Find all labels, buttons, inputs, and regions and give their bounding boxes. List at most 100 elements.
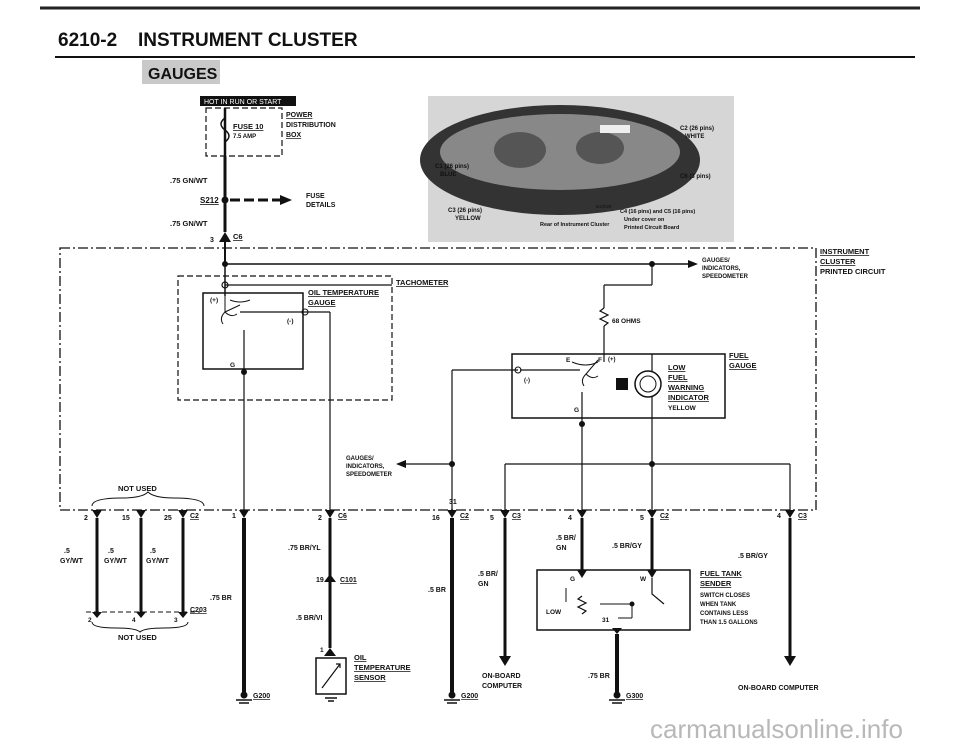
pin-5: 5	[490, 515, 494, 522]
c6-top-connector	[219, 232, 231, 242]
oil-sensor-box	[315, 657, 347, 695]
brgn-b2: GN	[556, 545, 567, 552]
pin-c3-4	[785, 510, 795, 518]
gauges-top-l3: SPEEDOMETER	[702, 274, 749, 280]
ohms-label: 68 OHMS	[612, 318, 641, 325]
gauges-top-l2: INDICATORS,	[702, 266, 741, 272]
fuel-tank-l4: WHEN TANK	[700, 602, 737, 608]
c101-label: C101	[340, 577, 357, 584]
gauges-mid-dot	[449, 461, 455, 467]
g300-dot	[613, 691, 621, 699]
pin-c3-5	[500, 510, 510, 518]
power-box-l3: BOX	[286, 132, 302, 139]
pin-c2-15	[136, 510, 146, 518]
photo-c3b: YELLOW	[455, 216, 481, 222]
power-box	[205, 107, 283, 157]
fuel-tank-l2: SENDER	[700, 579, 732, 588]
brgn-b1: .5 BR/	[556, 535, 576, 542]
page-number: 6210-2	[58, 30, 117, 51]
cluster-boundary	[59, 247, 817, 511]
c3-label-1: C3	[512, 513, 521, 520]
sender-switch	[651, 578, 665, 605]
brgn-a1: .5 BR/	[478, 571, 498, 578]
oil-gauge-coils	[220, 296, 241, 325]
fuel-gauge-e: E	[566, 357, 571, 364]
not-used-top: NOT USED	[118, 484, 157, 493]
c101-pin: 19	[316, 577, 324, 584]
c101-connector	[324, 574, 336, 582]
not-used-bottom-brace	[91, 621, 189, 633]
photo-c4c: Printed Circuit Board	[624, 225, 679, 231]
pin-16: 16	[432, 515, 440, 522]
pin-c6-2-label: 2	[318, 515, 322, 522]
sender-pin-g	[577, 570, 587, 578]
oil-sensor-l2: TEMPERATURE	[354, 663, 411, 672]
br75-b: .75 BR	[588, 673, 610, 680]
oil-sensor-l1: OIL	[354, 653, 367, 662]
tach-ground-dot	[241, 369, 247, 375]
fuse-details-l2: DETAILS	[306, 202, 336, 209]
low-fuel-l3: WARNING	[668, 383, 704, 392]
sender-31: 31	[602, 617, 610, 624]
fuel-gauge-plus: (+)	[608, 357, 616, 363]
sender-w: W	[640, 576, 647, 583]
pin-2: 2	[84, 515, 88, 522]
c6-top-pin: 3	[210, 237, 214, 244]
splice-dot	[221, 196, 229, 204]
sender-low: LOW	[546, 609, 562, 616]
gywt-1a: .5	[64, 548, 70, 555]
low-fuel-l2: FUEL	[668, 373, 688, 382]
fuel-tank-l5: CONTAINS LESS	[700, 611, 748, 617]
photo-c4: C4 (16 pins) and C5 (16 pins)	[620, 209, 695, 215]
fuel-gauge-l2: GAUGE	[729, 361, 757, 370]
pin-c6-2	[325, 510, 335, 518]
cluster-label-l3: PRINTED CIRCUIT	[820, 267, 886, 276]
c203-pin-3	[178, 612, 188, 618]
gauges-mid-l2: INDICATORS,	[346, 464, 385, 470]
obc1-l1: ON-BOARD	[482, 673, 521, 680]
fuse-label: FUSE 10	[233, 122, 263, 131]
pin-15: 15	[122, 515, 130, 522]
gywt-2a: .5	[108, 548, 114, 555]
obc-bus-dot	[649, 461, 655, 467]
fuel-tank-sender-box	[536, 569, 691, 631]
pin-31: 31	[449, 499, 457, 506]
tachometer-box	[177, 275, 393, 401]
fuel-gauge-box	[511, 353, 726, 419]
pin-25: 25	[164, 515, 172, 522]
brgy-b: .5 BR/GY	[738, 553, 768, 560]
photo-c1: C1 (26 pins)	[435, 164, 469, 170]
photo-c4b: Under cover on	[624, 217, 665, 223]
sensor-connector	[324, 648, 336, 656]
obc1-l2: COMPUTER	[482, 683, 522, 690]
pin-4b: 4	[777, 513, 781, 520]
c203-3: 3	[174, 617, 178, 624]
fuel-gauge-dot	[579, 421, 585, 427]
bryl: .75 BR/YL	[288, 545, 321, 552]
section-title: GAUGES	[148, 66, 218, 83]
photo-c1b: BLUE	[440, 172, 456, 178]
pin-c2-5	[647, 510, 657, 518]
resistor-68-ohm	[598, 307, 610, 327]
br75-a: .75 BR	[210, 595, 232, 602]
br5: .5 BR	[428, 587, 446, 594]
fuel-gauge-l1: FUEL	[729, 351, 749, 360]
c203-pin-4	[136, 612, 146, 618]
g200-b-label: G200	[461, 693, 478, 700]
c203-pin-2	[92, 612, 102, 618]
low-fuel-l1: LOW	[668, 363, 686, 372]
gywt-3a: .5	[150, 548, 156, 555]
tachometer-label: TACHOMETER	[396, 278, 449, 287]
oil-gauge-box	[202, 292, 304, 370]
warning-lamp-inner	[639, 375, 657, 393]
hot-label: HOT IN RUN OR START	[204, 99, 282, 106]
fuel-gauge-g: G	[574, 407, 579, 414]
low-fuel-l5: YELLOW	[668, 405, 697, 412]
c203-4: 4	[132, 617, 136, 624]
oil-gauge-g: G	[230, 362, 235, 369]
fuel-tank-l3: SWITCH CLOSES	[700, 593, 750, 599]
brgn-a2: GN	[478, 581, 489, 588]
wire-top1: .75 GN/WT	[170, 176, 208, 185]
photo-c2b: WHITE	[685, 134, 704, 140]
